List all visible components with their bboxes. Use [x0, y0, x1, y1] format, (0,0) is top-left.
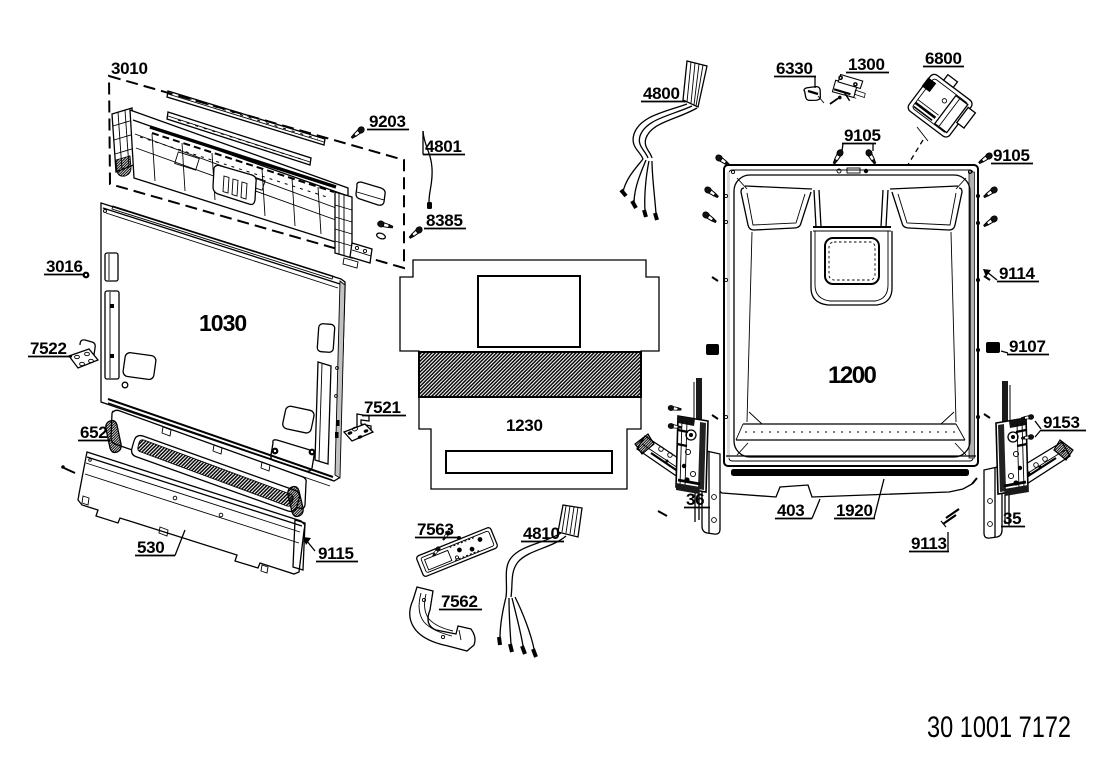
svg-text:1030: 1030 — [199, 310, 246, 336]
svg-text:1920: 1920 — [836, 501, 873, 520]
svg-text:7562: 7562 — [441, 592, 478, 611]
svg-text:9114: 9114 — [999, 264, 1036, 283]
svg-text:7522: 7522 — [30, 339, 67, 358]
svg-text:36: 36 — [686, 490, 704, 509]
svg-text:3010: 3010 — [111, 59, 148, 78]
svg-text:35: 35 — [1003, 509, 1021, 528]
svg-text:9115: 9115 — [318, 544, 354, 563]
svg-text:6330: 6330 — [776, 59, 813, 78]
svg-text:8385: 8385 — [426, 211, 463, 230]
svg-text:3016: 3016 — [46, 257, 83, 276]
svg-text:9105: 9105 — [993, 146, 1030, 165]
svg-text:9153: 9153 — [1043, 413, 1080, 432]
svg-text:9113: 9113 — [911, 534, 947, 553]
svg-text:6800: 6800 — [925, 49, 962, 68]
svg-text:9203: 9203 — [369, 112, 406, 131]
svg-text:403: 403 — [777, 501, 804, 520]
svg-text:4810: 4810 — [523, 524, 560, 543]
svg-text:4800: 4800 — [643, 84, 680, 103]
svg-text:1230: 1230 — [506, 416, 543, 435]
svg-text:9105: 9105 — [844, 126, 881, 145]
svg-text:652: 652 — [80, 423, 107, 442]
svg-text:1300: 1300 — [848, 55, 885, 74]
svg-text:7563: 7563 — [417, 520, 454, 539]
svg-text:9107: 9107 — [1009, 337, 1046, 356]
svg-text:1200: 1200 — [828, 362, 877, 389]
svg-text:4801: 4801 — [425, 137, 462, 156]
svg-text:530: 530 — [137, 538, 164, 557]
svg-text:7521: 7521 — [364, 398, 401, 417]
svg-text:30 1001 7172: 30 1001 7172 — [927, 711, 1071, 744]
